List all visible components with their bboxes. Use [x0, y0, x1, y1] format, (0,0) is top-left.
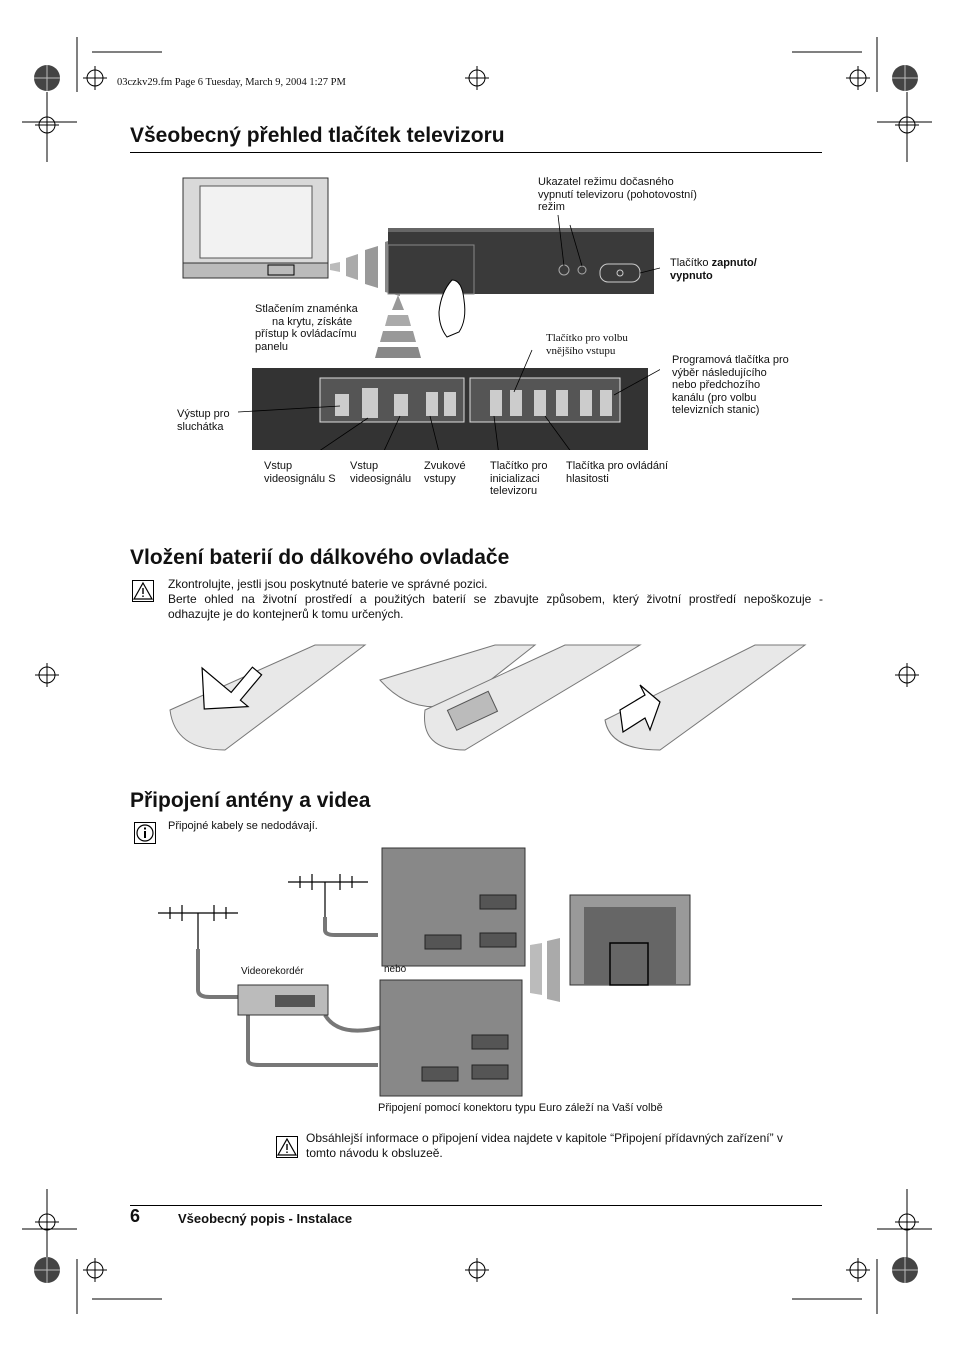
label-headphone: Výstup pro sluchátka — [177, 408, 230, 433]
title-rule — [130, 152, 822, 153]
page-number: 6 — [130, 1206, 141, 1226]
info-icon — [134, 822, 156, 844]
label-program-buttons: Programová tlačítka pro výběr následujíc… — [672, 354, 789, 416]
label-ext-input: Tlačítko pro volbu vnějšího vstupu — [546, 332, 628, 357]
tv-front-illustration — [182, 177, 660, 450]
label-panel-access: Stlačením znaménka na krytu, získáte pří… — [255, 303, 358, 353]
section-title-antenna: Připojení antény a videa — [130, 789, 371, 812]
info-text: Připojné kabely se nedodávají. — [168, 820, 318, 832]
section-title-batteries: Vložení baterií do dálkového ovladače — [130, 546, 510, 569]
label-svideo: Vstup videosignálu S — [264, 460, 336, 485]
label-standby-indicator: Ukazatel režimu dočasného vypnutí televi… — [538, 176, 697, 213]
file-stamp: 03czkv29.fm Page 6 Tuesday, March 9, 200… — [117, 77, 346, 88]
section-title-controls: Všeobecný přehled tlačítek televizoru — [130, 124, 505, 147]
or-label: nebo — [384, 964, 407, 975]
battery-instructions: Zkontrolujte, jestli jsou poskytnuté bat… — [168, 577, 823, 621]
label-audio-in: Zvukové vstupy — [424, 460, 466, 485]
vcr-label: Videorekordér — [241, 966, 304, 977]
warning-icon — [132, 580, 154, 602]
warning-icon — [276, 1136, 298, 1158]
video-note: Obsáhlejší informace o připojení videa n… — [306, 1131, 783, 1160]
antenna-connection-diagram — [158, 847, 691, 1097]
label-reset-button: Tlačítko pro inicializaci televizoru — [490, 460, 548, 497]
label-power-button: Tlačítko zapnuto/ vypnuto — [670, 257, 757, 282]
label-volume-buttons: Tlačítka pro ovládání hlasitosti — [566, 460, 669, 485]
label-video-in: Vstup videosignálu — [350, 460, 412, 485]
footer-rule — [130, 1205, 822, 1206]
remote-battery-illustration — [169, 644, 807, 751]
footer-section-name: Všeobecný popis - Instalace — [178, 1211, 353, 1226]
euro-caption: Připojení pomocí konektoru typu Euro zál… — [378, 1102, 663, 1114]
